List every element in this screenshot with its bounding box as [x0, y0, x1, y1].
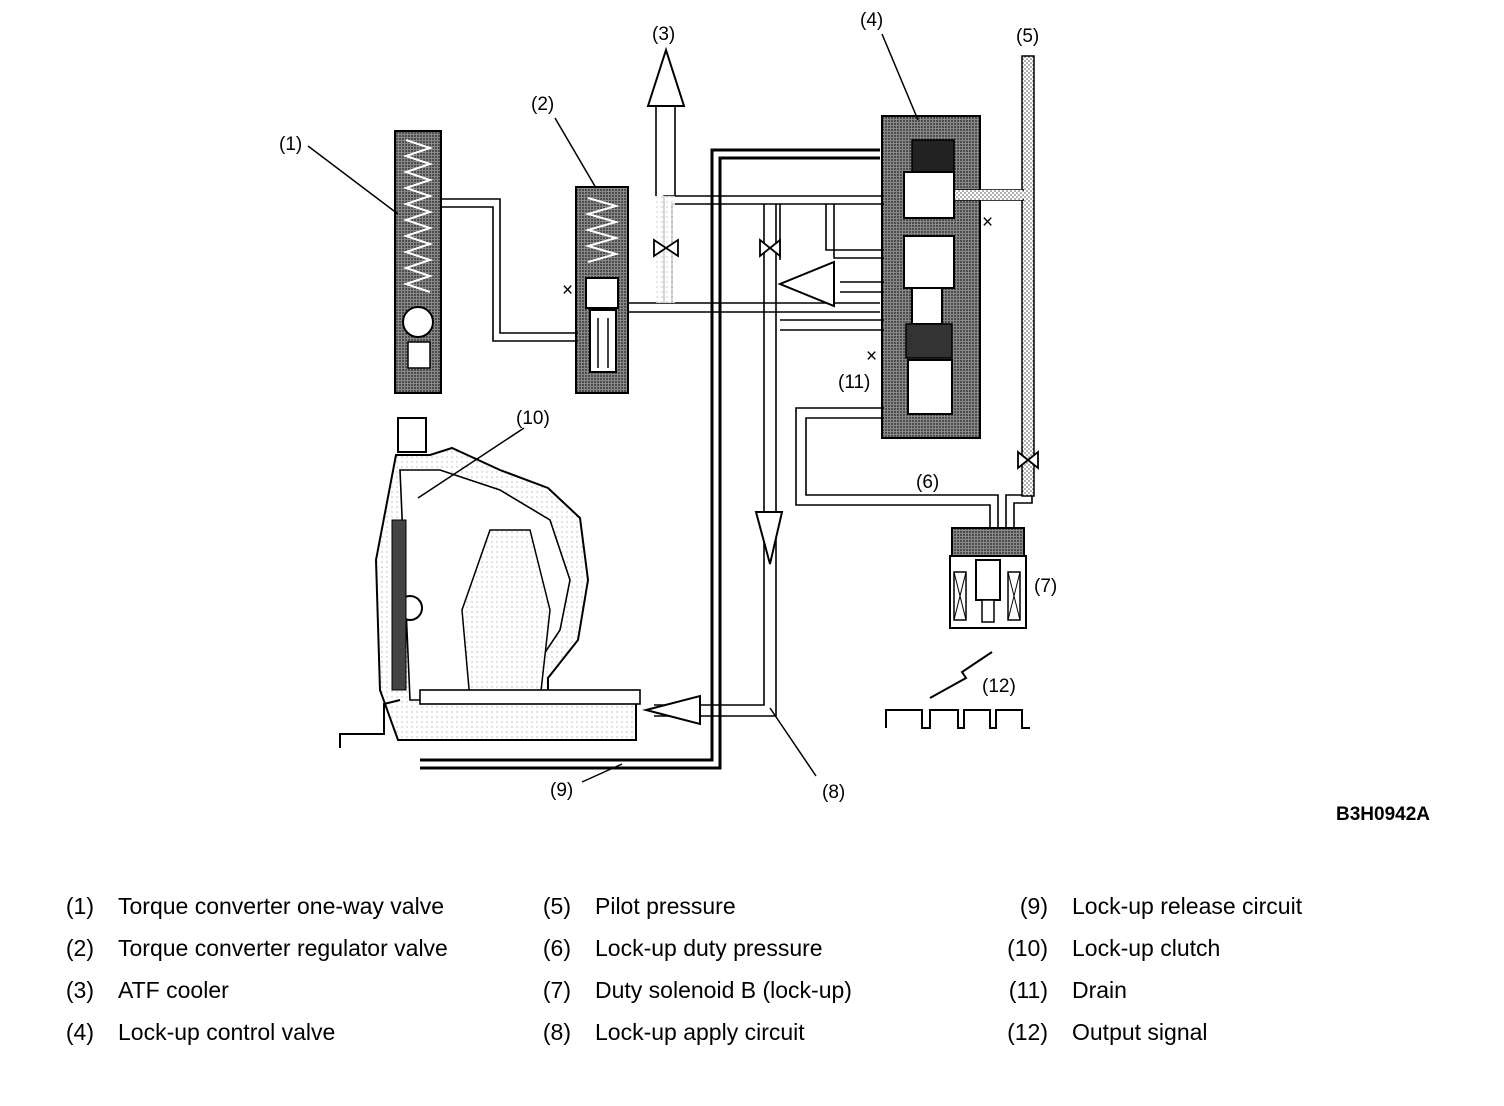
legend-num: (11)	[1008, 977, 1048, 1003]
callout-3: (3)	[652, 24, 675, 45]
callout-7: (7)	[1034, 576, 1057, 597]
one-way-valve	[394, 130, 442, 394]
flow-arrows	[642, 46, 835, 726]
output-signal	[885, 651, 1030, 729]
torque-converter	[339, 417, 641, 748]
legend-num: (9)	[1019, 893, 1048, 919]
legend-text: Lock-up release circuit	[1072, 893, 1303, 919]
legend-text: Lock-up apply circuit	[595, 1019, 805, 1045]
callout-labels: (1) (2) (3) (4) (5) (6) (7) (8) (9) (10)…	[279, 10, 1430, 825]
legend-num: (3)	[65, 977, 94, 1003]
legend-num: (6)	[542, 935, 571, 961]
callout-11: (11)	[838, 372, 870, 393]
feed-arrow	[777, 260, 835, 308]
legend-text: Pilot pressure	[595, 893, 736, 919]
legend-text: Torque converter one-way valve	[118, 893, 444, 919]
regulator-valve: ×	[562, 186, 629, 394]
leader-lines	[307, 33, 919, 783]
callout-10: (10)	[516, 408, 550, 429]
legend-num: (7)	[542, 977, 571, 1003]
callout-12: (12)	[982, 676, 1016, 697]
callout-6: (6)	[916, 472, 939, 493]
svg-text:×: ×	[562, 280, 573, 301]
legend-text: Duty solenoid B (lock-up)	[595, 977, 852, 1003]
callout-9: (9)	[550, 780, 573, 801]
legend-text: Drain	[1072, 977, 1127, 1003]
release-circuit-line	[420, 148, 880, 770]
legend-num: (10)	[1007, 935, 1048, 961]
legend-num: (12)	[1007, 1019, 1048, 1045]
apply-arrow-left	[642, 694, 701, 726]
callout-1: (1)	[279, 134, 302, 155]
lock-up-control-valve: × ×	[866, 115, 993, 439]
legend-text: Torque converter regulator valve	[118, 935, 448, 961]
legend-num: (4)	[65, 1019, 94, 1045]
legend-text: Output signal	[1072, 1019, 1208, 1045]
hydraulic-diagram: × × ×	[279, 10, 1430, 825]
legend-text: Lock-up control valve	[118, 1019, 336, 1045]
legend-num: (1)	[65, 893, 94, 919]
legend-text: Lock-up clutch	[1072, 935, 1221, 961]
duty-solenoid	[949, 527, 1027, 629]
svg-text:×: ×	[866, 346, 877, 367]
legend-text: ATF cooler	[118, 977, 229, 1003]
callout-4: (4)	[860, 10, 883, 31]
pilot-pressure-line	[954, 55, 1035, 497]
svg-text:×: ×	[982, 212, 993, 233]
lightning-icon	[929, 651, 993, 699]
callout-5: (5)	[1016, 26, 1039, 47]
orifice-symbols	[653, 238, 1039, 470]
figure-code: B3H0942A	[1336, 804, 1430, 825]
callout-2: (2)	[531, 94, 554, 115]
legend-num: (2)	[65, 935, 94, 961]
cooler-arrow	[646, 46, 686, 107]
legend-num: (5)	[542, 893, 571, 919]
legend-text: Lock-up duty pressure	[595, 935, 823, 961]
apply-arrow-down	[754, 511, 784, 565]
square-wave-icon	[885, 709, 1030, 729]
callout-8: (8)	[822, 782, 845, 803]
legend-num: (8)	[542, 1019, 571, 1045]
